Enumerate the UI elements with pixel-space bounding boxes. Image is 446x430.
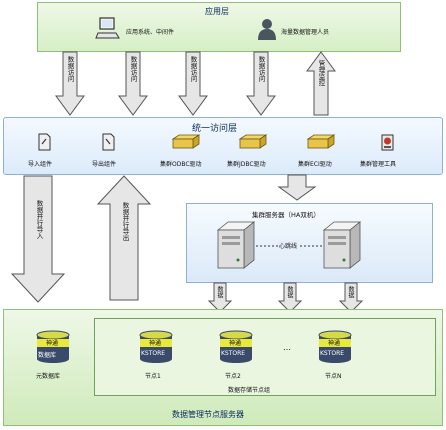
storage-node-n-label: 节点N <box>325 373 342 380</box>
storage-node-2-icon <box>219 330 253 363</box>
cluster-down-arrow-3 <box>338 282 364 313</box>
cluster-down-arrow-2 <box>277 282 303 313</box>
eci-driver-label: 集群ECI驱动 <box>298 161 332 168</box>
jdbc-driver-label: 集群JDBC驱动 <box>227 161 266 168</box>
down-arrow-4-label: 数据访问 <box>257 56 265 82</box>
down-arrow-1 <box>55 51 85 116</box>
export-component-icon <box>102 133 115 151</box>
application-layer-title: 应用层 <box>205 7 229 16</box>
cluster-down-arrow-3-label: 数据 <box>347 286 354 298</box>
application-layer <box>37 2 401 52</box>
storage-node-2-top-text: 神通 <box>229 340 242 347</box>
management-tool-label: 集群管理工具 <box>360 161 397 168</box>
management-server-title: 数据管理节点服务器 <box>172 410 244 419</box>
down-arrow-4 <box>246 51 276 116</box>
cluster-down-arrow-2-label: 数据 <box>286 286 293 298</box>
up-arrow-1 <box>306 51 336 116</box>
cluster-server-2-icon <box>322 221 362 269</box>
storage-node-1-top-text: 神通 <box>149 340 162 347</box>
storage-node-1-bottom-text: KSTORE <box>141 350 166 357</box>
export-component-label: 导出组件 <box>92 161 117 168</box>
import-component-icon <box>38 133 51 151</box>
parallel-import-label: 数据并行导入 <box>35 200 43 239</box>
access-layer-title: 统一访问层 <box>192 124 238 134</box>
admin-label: 海量数据管理人员 <box>281 29 330 36</box>
nodes-ellipsis: … <box>283 343 291 352</box>
person-icon <box>258 19 276 40</box>
storage-node-n-bottom-text: KSTORE <box>320 350 345 357</box>
cluster-down-arrow-1 <box>207 282 233 313</box>
management-tool-icon <box>381 134 394 151</box>
metadata-db-top-text: 神通 <box>46 340 59 347</box>
down-arrow-1-label: 数据访问 <box>66 56 74 82</box>
cluster-server-1-icon <box>216 221 256 269</box>
import-component-label: 导入组件 <box>28 161 53 168</box>
parallel-export-arrow <box>96 175 152 301</box>
cluster-server-title: 集群服务器（HA双机） <box>252 211 320 219</box>
odbc-driver-label: 集群ODBC驱动 <box>160 161 202 168</box>
storage-node-n-icon <box>318 330 352 363</box>
down-arrow-3 <box>178 51 208 116</box>
down-arrow-2 <box>118 51 148 116</box>
eci-driver-icon <box>306 134 336 149</box>
down-arrow-2-label: 数据访问 <box>129 56 137 82</box>
metadata-db-icon <box>36 330 70 363</box>
metadata-db-label: 元数据库 <box>36 373 61 380</box>
app-system-label: 应用系统、中间件 <box>126 29 175 36</box>
up-arrow-1-label: 管理监控 <box>317 60 325 86</box>
storage-node-1-label: 节点1 <box>145 373 161 380</box>
jdbc-driver-icon <box>238 134 268 149</box>
parallel-import-arrow <box>10 175 66 303</box>
computer-icon <box>95 17 120 39</box>
storage-node-1-icon <box>139 330 173 363</box>
storage-node-2-label: 节点2 <box>225 373 241 380</box>
odbc-driver-icon <box>171 134 201 149</box>
storage-node-2-bottom-text: KSTORE <box>221 350 246 357</box>
metadata-db-bottom-text: 数据库 <box>38 352 57 359</box>
heartbeat-label: 心跳线 <box>278 241 299 250</box>
parallel-export-label: 数据并行导出 <box>121 202 129 241</box>
down-arrow-3-label: 数据访问 <box>189 56 197 82</box>
access-to-cluster-arrow <box>277 174 317 201</box>
access-layer <box>3 117 443 175</box>
storage-node-n-top-text: 神通 <box>328 340 341 347</box>
storage-group-label: 数据存储节点组 <box>228 387 271 394</box>
cluster-down-arrow-1-label: 数据 <box>216 286 223 298</box>
